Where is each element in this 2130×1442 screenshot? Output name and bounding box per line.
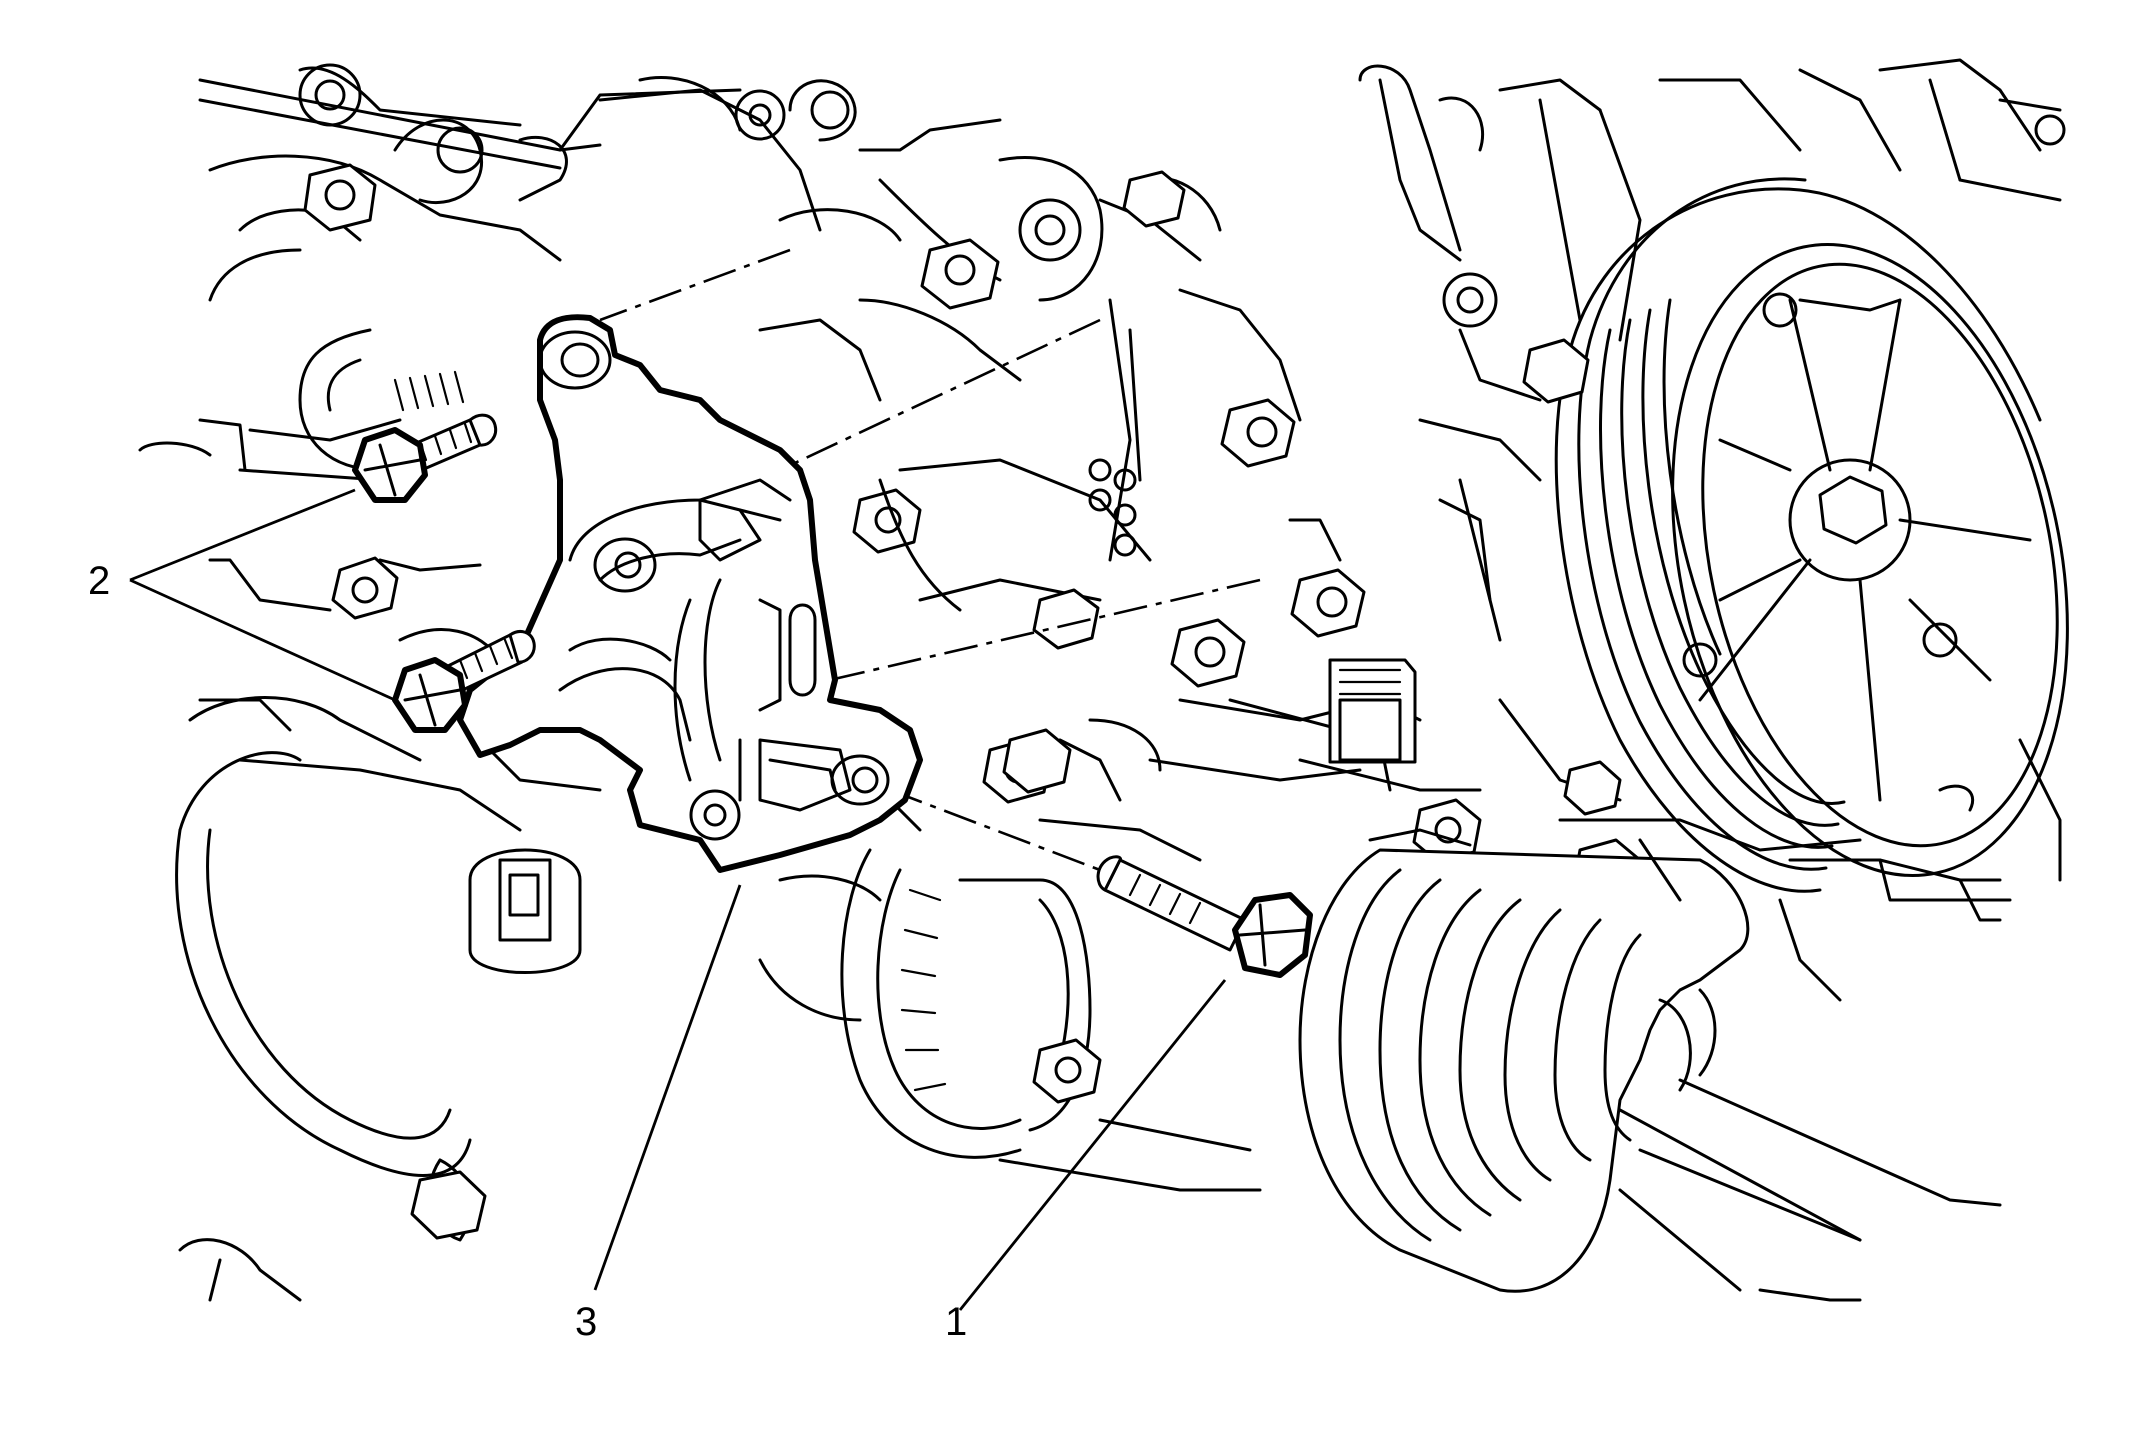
- alignment-lines: [599, 248, 1261, 872]
- callout-label-1: 1: [945, 1300, 967, 1344]
- bolt-item-1: [1096, 855, 1313, 978]
- bolt-item-2-lower: [392, 630, 536, 733]
- callouts: 2 3 1: [88, 488, 1227, 1344]
- bolt-item-2-upper: [352, 413, 498, 503]
- bracket-item-3: [457, 314, 923, 873]
- engine-background: [138, 58, 2069, 1302]
- callout-label-2: 2: [88, 559, 110, 603]
- callout-label-3: 3: [575, 1300, 597, 1344]
- leader-1: [958, 979, 1227, 1311]
- leader-2-lower: [129, 578, 396, 702]
- leader-2-upper: [129, 488, 356, 582]
- leader-3: [593, 884, 742, 1291]
